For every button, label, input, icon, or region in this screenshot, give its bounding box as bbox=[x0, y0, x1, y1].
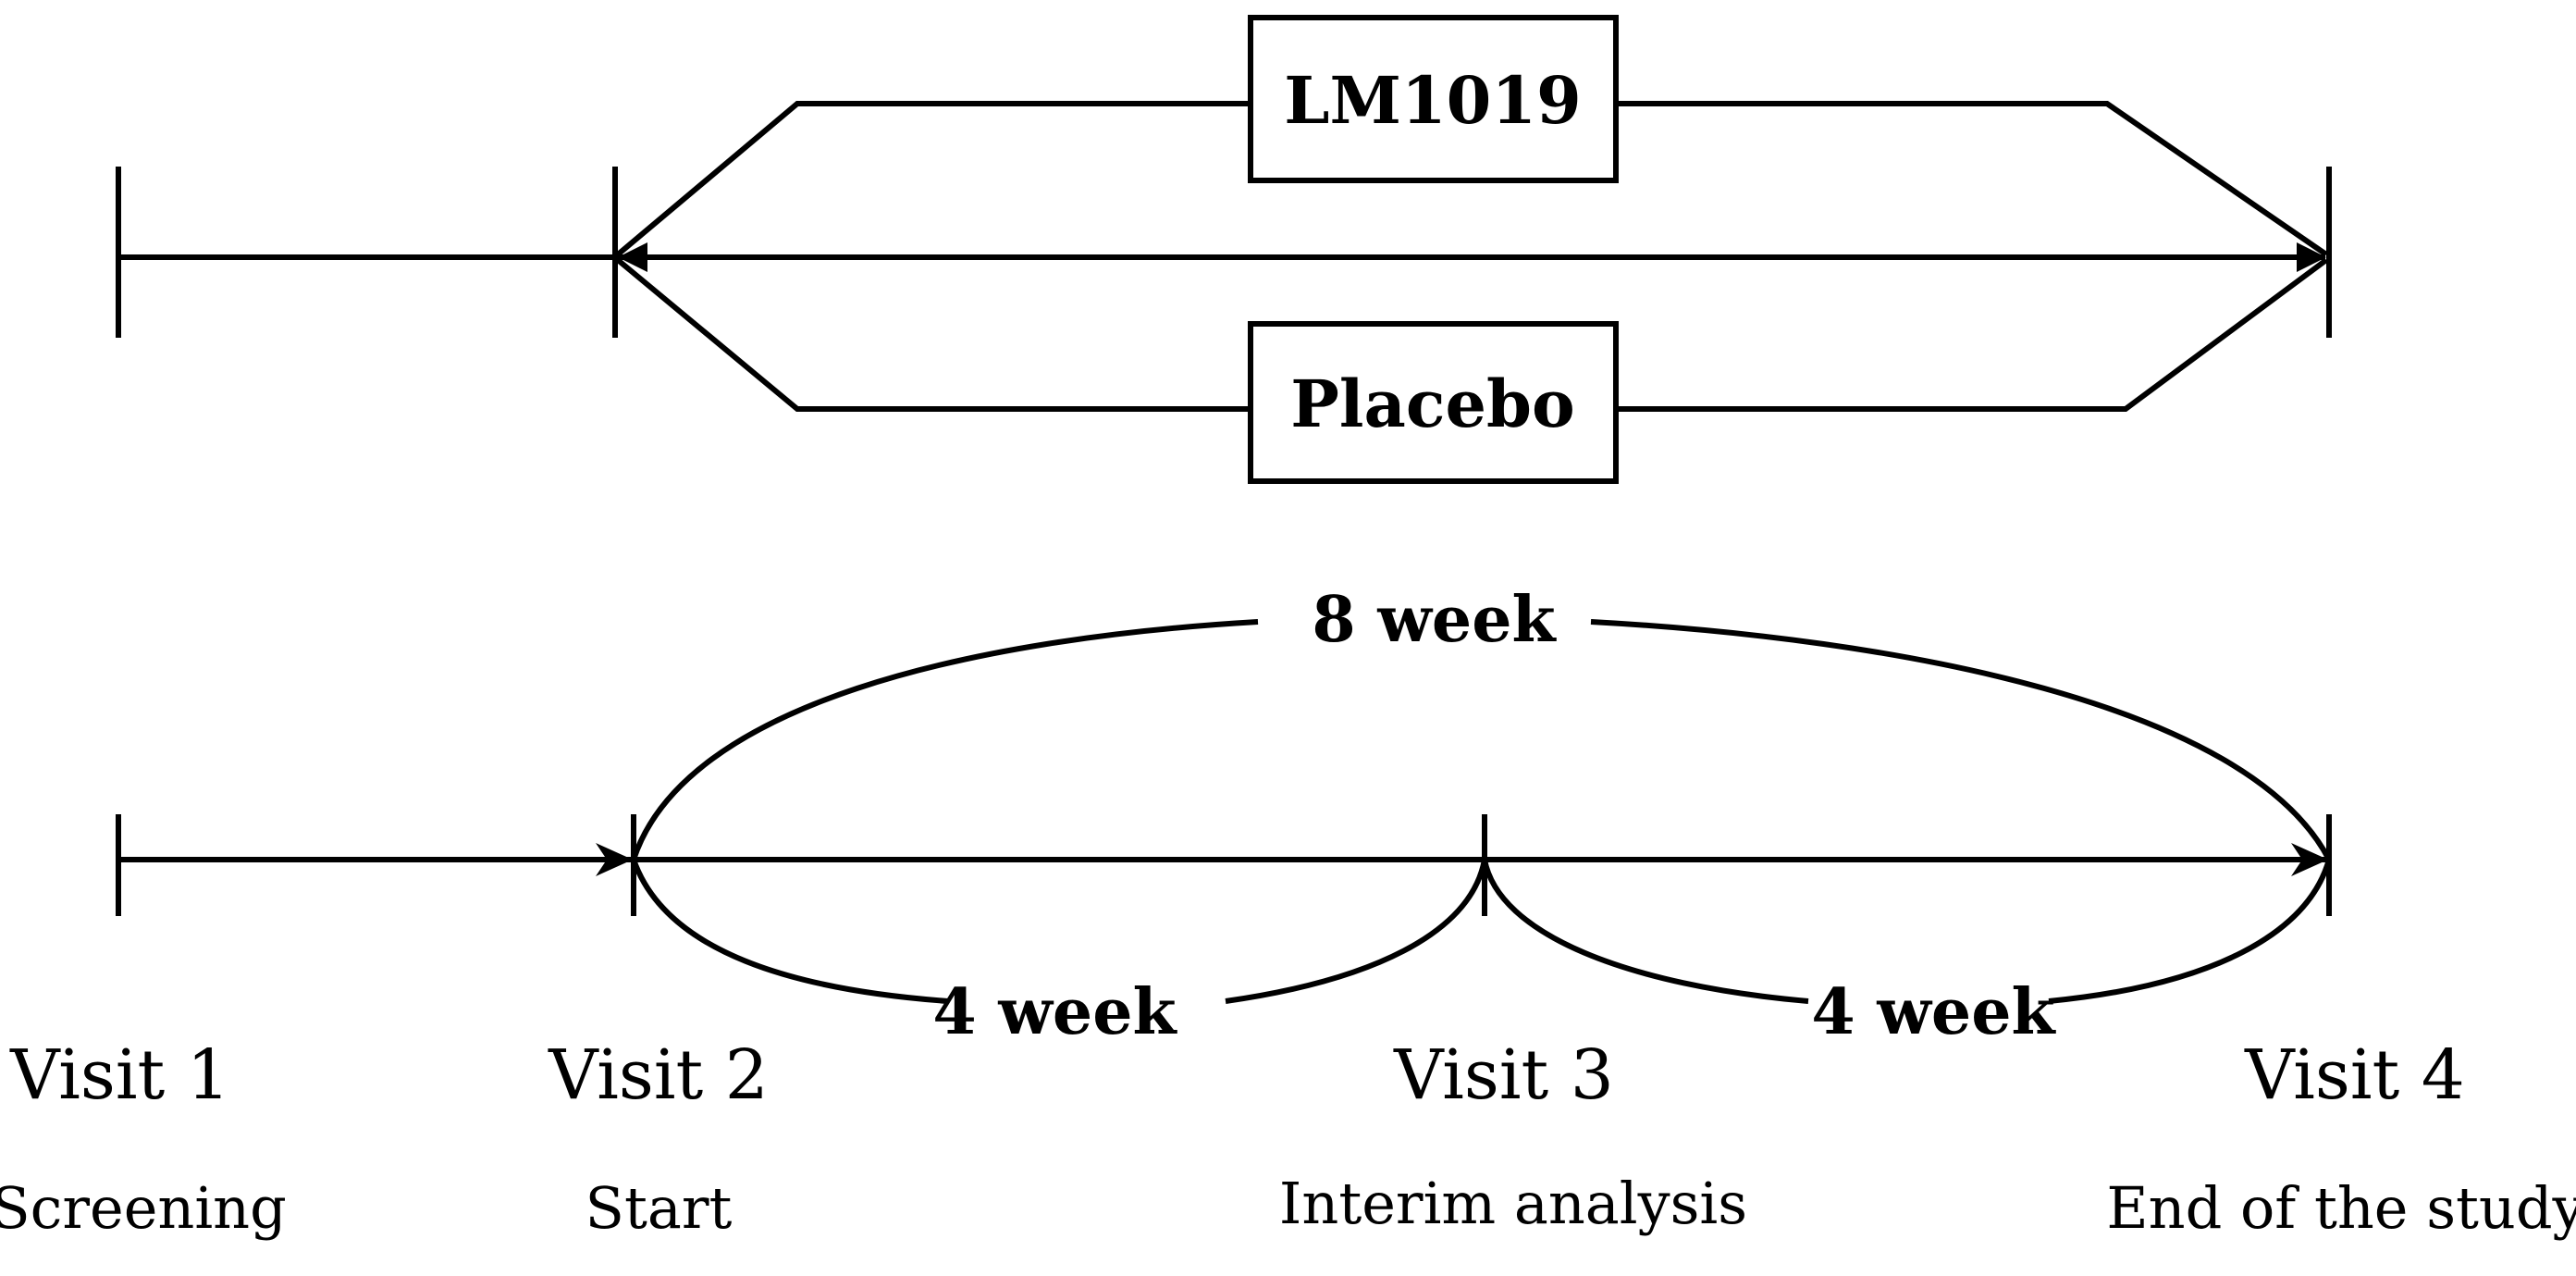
placebo-arm-box bbox=[1248, 321, 1619, 484]
visit-3-description: Interim analysis bbox=[1279, 1170, 1747, 1237]
visit-timeline: 8 week 4 week 4 week bbox=[116, 583, 2332, 1049]
treatment-arm-path-right bbox=[1616, 101, 2328, 257]
treatment-arm-box bbox=[1248, 15, 1619, 183]
second-half-arc-left bbox=[1482, 859, 1809, 1004]
placebo-arm-path-left bbox=[616, 257, 1251, 412]
first-half-arc-left bbox=[631, 859, 949, 1004]
second-half-arc-right bbox=[2048, 859, 2332, 1004]
total-duration-arc-right bbox=[1590, 619, 2332, 861]
left-arrowhead bbox=[618, 242, 647, 272]
total-duration-arc-left bbox=[631, 619, 1259, 861]
treatment-arm-path-left bbox=[616, 101, 1251, 257]
visit-2-description: Start bbox=[585, 1174, 733, 1242]
total-duration-label: 8 week bbox=[1312, 583, 1557, 657]
visit-4-description: End of the study bbox=[2106, 1174, 2576, 1242]
first-half-arc-right bbox=[1225, 859, 1487, 1004]
right-arrowhead bbox=[2297, 242, 2326, 272]
visit-3-label: Visit 3 bbox=[1393, 1035, 1614, 1115]
first-half-label: 4 week bbox=[932, 975, 1177, 1049]
placebo-arm-path-right bbox=[1616, 257, 2328, 412]
visit-4-label: Visit 4 bbox=[2244, 1035, 2465, 1115]
visit-labels: Visit 1 Screening Visit 2 Start Visit 3 … bbox=[0, 1035, 2576, 1242]
visit-1-label: Visit 1 bbox=[9, 1035, 230, 1115]
visit-2-label: Visit 2 bbox=[548, 1035, 769, 1115]
visit-1-description: Screening bbox=[0, 1174, 287, 1242]
second-half-label: 4 week bbox=[1811, 975, 2056, 1049]
placebo-arm-label: Placebo bbox=[1290, 365, 1574, 442]
arm-timeline: LM1019 Placebo bbox=[116, 15, 2332, 484]
treatment-arm-label: LM1019 bbox=[1284, 62, 1582, 139]
